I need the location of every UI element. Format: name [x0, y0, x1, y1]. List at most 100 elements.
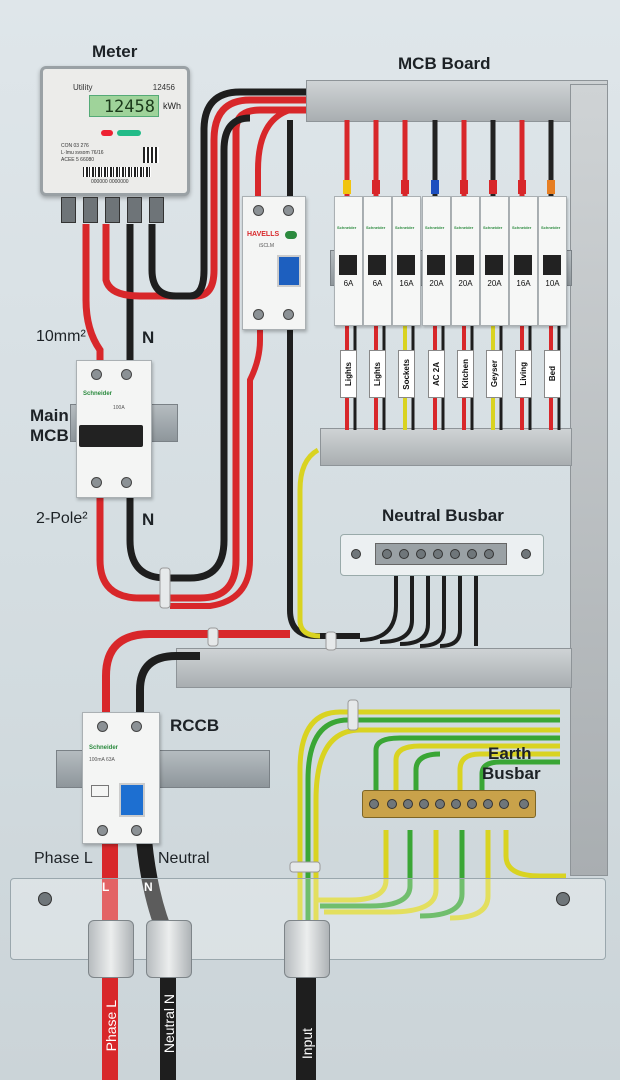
busbar-terminal-screw — [387, 799, 397, 809]
cable-gland-input — [284, 920, 330, 978]
spd-toggle[interactable] — [277, 255, 301, 287]
circuit-label-text: Bed — [548, 366, 557, 382]
circuit-label-1: Lights — [340, 350, 357, 398]
meter-pulse-led — [101, 130, 113, 136]
mcb-brand: Schneider — [512, 225, 532, 230]
wire-meter-to-main-mcb-phase — [82, 224, 104, 370]
circuit-label-5: Kitchen — [457, 350, 474, 398]
wire-main-mcb-out-phase — [96, 106, 306, 602]
meter-display: 12458 — [89, 95, 159, 117]
wire-ferrule — [489, 180, 497, 194]
mcb-rating: 20A — [429, 279, 444, 288]
mcb-rating: 20A — [487, 279, 502, 288]
wire-ferrule — [372, 180, 380, 194]
cable-label-neutral: Neutral N — [161, 994, 177, 1054]
terminal-screw — [131, 721, 142, 732]
busbar-terminal-screw — [451, 799, 461, 809]
label-neutral-mid: N — [142, 510, 155, 529]
cable-tie — [289, 861, 321, 873]
mcb-rating: 10A — [545, 279, 560, 288]
busbar-terminal-screw — [483, 799, 493, 809]
label-earth-busbar-1: Earth — [488, 744, 532, 763]
circuit-label-8: Bed — [544, 350, 561, 398]
mcb-board-mid-duct — [320, 428, 572, 466]
wire-meter-loop-phase — [102, 96, 306, 300]
mcb-breaker-4[interactable]: Schneider 20A — [422, 196, 451, 326]
busbar-terminal-screw — [382, 549, 392, 559]
busbar-terminal-screw — [399, 549, 409, 559]
terminal-screw — [97, 721, 108, 732]
main-mcb-spec: 100A — [113, 405, 125, 411]
busbar-terminal-screw — [467, 549, 477, 559]
busbar-terminal-screw — [450, 549, 460, 559]
cable-tie — [159, 567, 171, 609]
meter-terminal — [83, 197, 98, 223]
mcb-toggle[interactable] — [368, 255, 386, 275]
mcb-toggle[interactable] — [427, 255, 445, 275]
main-mcb[interactable]: Schneider 100A — [76, 360, 152, 498]
circuit-label-4: AC 2A — [428, 350, 445, 398]
cable-gland-phase — [88, 920, 134, 978]
mcb-toggle[interactable] — [456, 255, 474, 275]
mcb-rating: 6A — [343, 279, 354, 288]
rccb-toggle[interactable] — [119, 783, 145, 817]
wire-ferrule — [547, 180, 555, 194]
busbar-terminal-screw — [403, 799, 413, 809]
mcb-toggle[interactable] — [339, 255, 357, 275]
busbar-terminal-screw — [499, 799, 509, 809]
lower-cable-duct — [176, 648, 572, 688]
mcb-breaker-6[interactable]: Schneider 20A — [480, 196, 509, 326]
terminal-screw — [91, 369, 102, 380]
circuit-label-2: Lights — [369, 350, 386, 398]
terminal-screw — [253, 309, 264, 320]
label-main-mcb-2: MCB — [30, 426, 69, 445]
neutral-busbar-bar — [375, 543, 507, 565]
circuit-label-text: Lights — [344, 362, 353, 386]
mcb-toggle[interactable] — [514, 255, 532, 275]
circuit-label-text: Living — [519, 362, 528, 386]
neutral-busbar — [340, 534, 544, 576]
cable-tie — [347, 699, 359, 731]
mcb-toggle[interactable] — [485, 255, 503, 275]
mcb-rating: 16A — [399, 279, 414, 288]
label-cable-size: 10mm² — [36, 328, 86, 345]
circuit-label-text: Sockets — [402, 358, 411, 390]
busbar-terminal-screw — [416, 549, 426, 559]
mcb-brand: Schneider — [483, 225, 503, 230]
circuit-label-7: Living — [515, 350, 532, 398]
terminal-screw — [97, 825, 108, 836]
meter-status-led — [117, 130, 141, 136]
meter-fine-print-3: ACEE 5 66080 — [61, 157, 95, 163]
wire-rccb-neutral-in — [136, 652, 200, 712]
mcb-rating: 6A — [372, 279, 383, 288]
rccb-test-button[interactable] — [91, 785, 109, 797]
label-main-mcb-1: Main — [30, 406, 69, 425]
mcb-toggle[interactable] — [397, 255, 415, 275]
busbar-terminal-screw — [419, 799, 429, 809]
circuit-label-text: Kitchen — [461, 359, 470, 389]
terminal-screw — [91, 477, 102, 488]
main-mcb-toggle[interactable] — [79, 425, 143, 447]
circuit-label-text: AC 2A — [432, 361, 441, 386]
label-earth-busbar-2: Busbar — [482, 764, 541, 783]
rccb[interactable]: Schneider 100mA 63A — [82, 712, 160, 844]
mounting-bolt — [556, 892, 570, 906]
mcb-board-top-duct — [306, 80, 608, 122]
surge-protection-device[interactable]: HAVELLS iSCLM — [242, 196, 306, 330]
terminal-screw — [131, 825, 142, 836]
meter-terminal — [127, 197, 142, 223]
busbar-terminal-screw — [484, 549, 494, 559]
terminal-screw — [283, 205, 294, 216]
meter-terminal — [61, 197, 76, 223]
mcb-toggle[interactable] — [543, 255, 561, 275]
circuit-label-3: Sockets — [398, 350, 415, 398]
spd-indicator — [285, 231, 297, 239]
mcb-brand: Schneider — [425, 225, 445, 230]
